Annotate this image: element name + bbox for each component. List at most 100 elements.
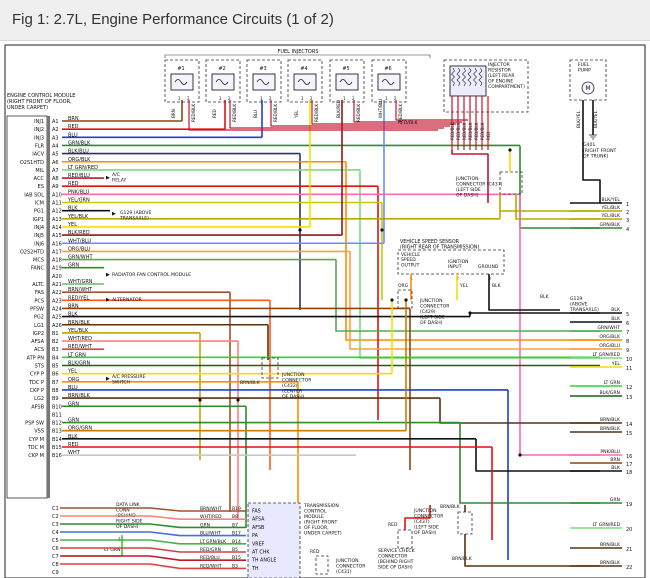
vss-terminal-line: IGNITION — [448, 259, 469, 265]
injector-wire-label: BLK/RED — [336, 100, 341, 118]
ac-relay-label-line: RELAY — [112, 178, 127, 184]
fuel-injector-label: #6 — [384, 66, 391, 72]
junction-c432-text-line: OF DASH) — [282, 394, 305, 400]
ecm-wire-label: LT GRN — [68, 352, 86, 358]
ecm-pin-number: B4 — [52, 355, 59, 361]
alternator-label: ALTERNATOR — [112, 297, 143, 303]
junction-c431-text-line: JUNCTION — [335, 558, 359, 564]
ecm-pin-name: PCS — [34, 298, 44, 304]
right-edge-number: 6 — [626, 321, 629, 327]
tcm-text-line: TRANSMISSION — [303, 503, 339, 509]
junction-c437-bottom-text-line: JUNCTION — [413, 508, 437, 514]
ecm-wire-label: YEL — [67, 369, 77, 375]
tcm-pin: B14 — [232, 539, 241, 545]
ecm-c-pin: C9 — [52, 570, 59, 576]
service-check-text-line: SIDE OF DASH) — [378, 565, 413, 571]
tcm-pin-name: TH ANGLE — [251, 558, 276, 564]
junction-c432-text-line: CONNECTOR — [282, 378, 312, 384]
ecm-pin-name: ACC — [34, 176, 45, 182]
ecm-connector-edge — [47, 116, 50, 498]
ecm-wire-label: WHT/BLU — [68, 238, 91, 244]
right-edge-number: 9 — [626, 348, 629, 354]
ecm-pin-name: IGP1 — [32, 217, 44, 223]
resistor-wire-label: RED — [486, 132, 491, 140]
ecm-pin-number: B14 — [52, 437, 62, 443]
resistor-wire-label: RED/BLK — [474, 122, 479, 140]
right-edge-wire-label: BRN/BLK — [600, 560, 621, 566]
injector-feed-wire — [311, 100, 456, 125]
junction-c431-text-line: (C431) — [336, 569, 352, 575]
coil-symbol — [381, 79, 395, 85]
ecm-pin-number: A14 — [52, 225, 62, 231]
right-edge-wire-label: BRN/BLK — [600, 426, 621, 432]
ecm-pin-number: B10 — [52, 404, 62, 410]
right-edge-wire-label: GRN/BLK — [600, 222, 621, 228]
tcm-pin: B17 — [232, 531, 241, 537]
fuel-injector-label: #5 — [342, 66, 349, 72]
ecm-pin-number: A23 — [52, 298, 62, 304]
tcm-pin: B3 — [232, 563, 238, 569]
tcm-wire — [60, 507, 246, 512]
injector-feed-wire — [229, 100, 444, 129]
ecm-wire-label: YEL/GRN — [67, 198, 90, 204]
ecm-pin-number: B5 — [52, 364, 59, 370]
fuel-injector-6 — [371, 59, 407, 103]
injector-resistor-text-line: INJECTOR — [488, 62, 511, 68]
resistor-wire-label: RED/BLK — [456, 122, 461, 140]
fuel-injectors-heading: FUEL INJECTORS — [277, 49, 318, 55]
ecm-pin-name: AFSA — [31, 339, 44, 345]
right-edge-number: 22 — [626, 565, 632, 571]
tcm-wire — [60, 563, 246, 570]
injector-feed-wire — [353, 100, 462, 123]
fuel-pump-symbol: M — [585, 85, 590, 92]
injector-resistor-text-line: COMPARTMENT) — [488, 84, 525, 90]
ecm-pin-number: B13 — [52, 429, 62, 435]
ecm-c-pin: C1 — [52, 506, 59, 512]
right-edge-wire-label: BRN/BLK — [600, 417, 621, 423]
fuel-pump-box — [569, 59, 607, 101]
dlc-text-line: RIGHT SIDE — [116, 519, 143, 525]
ecm-wire-label: RED/YEL — [68, 295, 89, 301]
ecm-pin-number: A25 — [52, 315, 62, 321]
ecm-wire-label: BRN — [68, 116, 79, 122]
injector-resistor-text-line: OF ENGINE — [488, 79, 513, 85]
coil-symbol — [339, 79, 353, 85]
ecm-pin-name: IAB SOL — [24, 192, 44, 198]
vss-terminal-line: VEHICLE — [401, 252, 420, 258]
tcm-wire-label: RED/WHT — [200, 563, 222, 569]
service-check-line — [404, 505, 431, 530]
ecm-wire-label: WHT — [68, 450, 81, 456]
ecm-pin-number: A4 — [52, 143, 59, 149]
ecm-pin-name: O2S1HTD — [20, 160, 44, 166]
ecm-wire-label: YEL/BLK — [67, 214, 89, 220]
ecm-wire-label: BLK — [68, 206, 78, 212]
right-edge-wire-label: YEL/BLK — [600, 205, 621, 211]
tcm-wire — [60, 531, 246, 537]
fuel-injector-coil — [377, 73, 401, 91]
resistor-symbol — [462, 67, 466, 87]
resistor-return — [451, 150, 489, 203]
splice-dot — [380, 228, 384, 232]
ecm-title-line: (RIGHT FRONT OF FLOOR, — [7, 99, 72, 105]
ecm-title-line: ENGINE CONTROL MODULE — [7, 93, 75, 99]
ecm-pin-name: INJ1 — [34, 119, 44, 125]
vss-ground-label: BLK — [540, 294, 550, 300]
ecm-pin-number: B11 — [52, 412, 62, 418]
splice-dot — [298, 228, 302, 232]
fuel-injector-label: #3 — [259, 66, 266, 72]
fuel-injector-coil — [170, 73, 194, 91]
ecm-pin-number: B16 — [52, 453, 62, 459]
right-edge-wire-label: LT GRN — [604, 380, 620, 386]
ecm-pin-number: A22 — [52, 290, 62, 296]
ecm-box — [6, 115, 48, 499]
ecm-wire-label: BRN — [68, 303, 79, 309]
g129-right-label-line: (ABOVE — [570, 302, 588, 308]
tcm-pin: B7 — [232, 522, 238, 528]
ecm-pin-number: A11 — [52, 201, 62, 207]
tcm-pin: B19 — [232, 506, 241, 512]
junction-c431-wire: RED — [310, 549, 320, 555]
ecm-pin-number: A21 — [52, 282, 62, 288]
ecm-pin-name: INJ3 — [34, 135, 44, 141]
service-check-wire: RED — [388, 522, 398, 528]
vss-terminal-line: SPEED — [401, 257, 416, 263]
